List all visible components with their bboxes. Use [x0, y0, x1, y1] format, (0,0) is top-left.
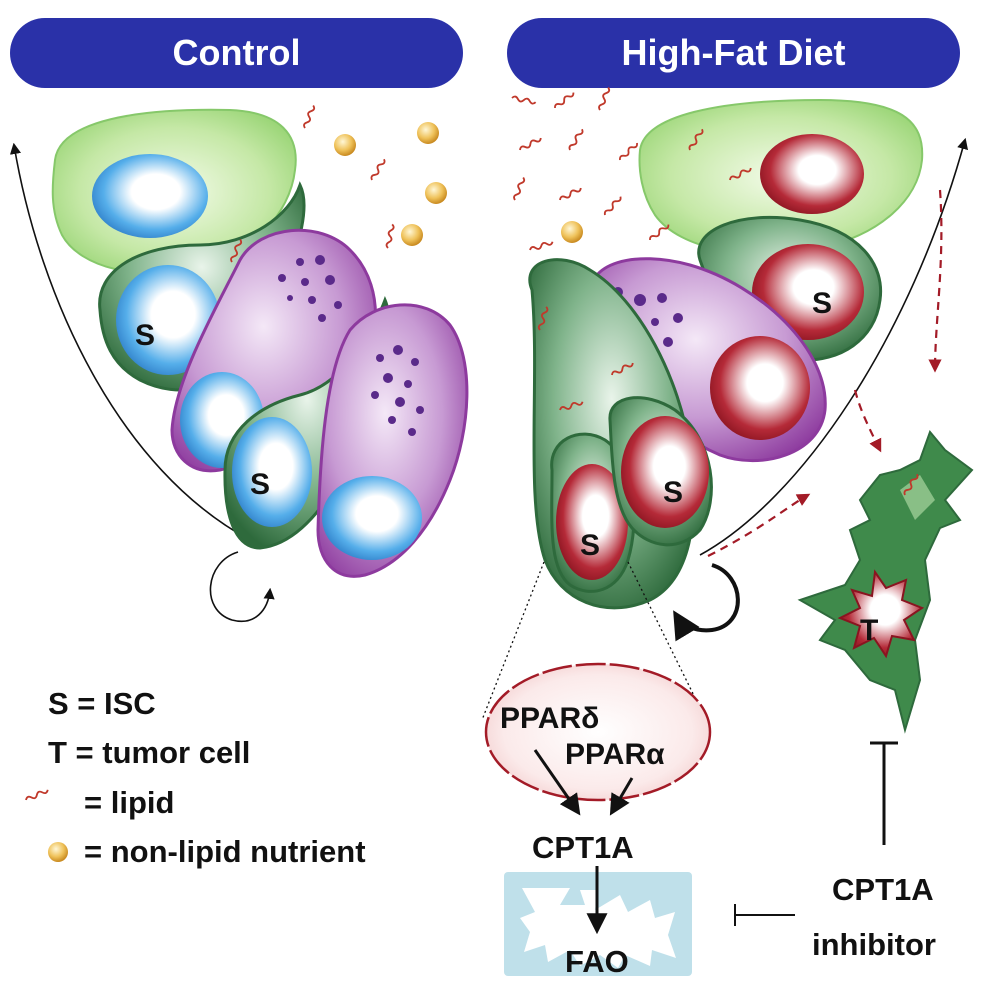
ppar-alpha-label: PPARα	[565, 738, 665, 771]
nucleus-red	[760, 134, 864, 214]
ppar-delta-label: PPARδ	[500, 702, 599, 735]
tumor-cell: T	[707, 189, 974, 734]
fao-label: FAO	[565, 944, 629, 979]
secretory-granules	[278, 255, 342, 322]
self-renewal-arrow	[209, 551, 275, 623]
legend-nutrient-icon	[48, 842, 68, 862]
progression-arrow	[707, 493, 811, 557]
legend-t: T = tumor cell	[48, 735, 251, 770]
crypt-flow-arrow-right	[699, 137, 969, 556]
crypt-flow-arrow-left	[9, 142, 251, 541]
stem-cell-label: S	[812, 287, 832, 320]
cpt1a-inhibitor: CPT1A inhibitor	[734, 741, 936, 962]
legend-s: S = ISC	[48, 686, 156, 721]
legend-lipid-icon	[24, 787, 50, 803]
stem-cell-label: S	[250, 468, 270, 501]
stem-cell-label: S	[135, 319, 155, 352]
control-crypt: S S	[9, 103, 469, 623]
control-title: Control	[10, 18, 463, 88]
ppar-pathway: PPARδ PPARα CPT1A FAO	[484, 662, 712, 979]
nucleus-blue	[92, 154, 208, 238]
tumor-cell-label: T	[860, 614, 878, 647]
nucleus-outline	[484, 662, 712, 802]
nutrient-icon	[561, 221, 583, 243]
inhibitor-label-line1: CPT1A	[832, 872, 934, 907]
hfd-crypt: S S S	[481, 85, 969, 721]
inhibitor-label-line2: inhibitor	[812, 927, 936, 962]
nutrient-icon	[334, 122, 447, 246]
cpt1a-label: CPT1A	[532, 830, 634, 865]
legend-lipid: = lipid	[84, 785, 175, 820]
stem-cell-label: S	[580, 529, 600, 562]
stem-cell-label: S	[663, 476, 683, 509]
legend-nutrient: = non-lipid nutrient	[84, 834, 366, 869]
self-renewal-arrow	[673, 563, 740, 642]
high-fat-diet-title: High-Fat Diet	[507, 18, 960, 88]
